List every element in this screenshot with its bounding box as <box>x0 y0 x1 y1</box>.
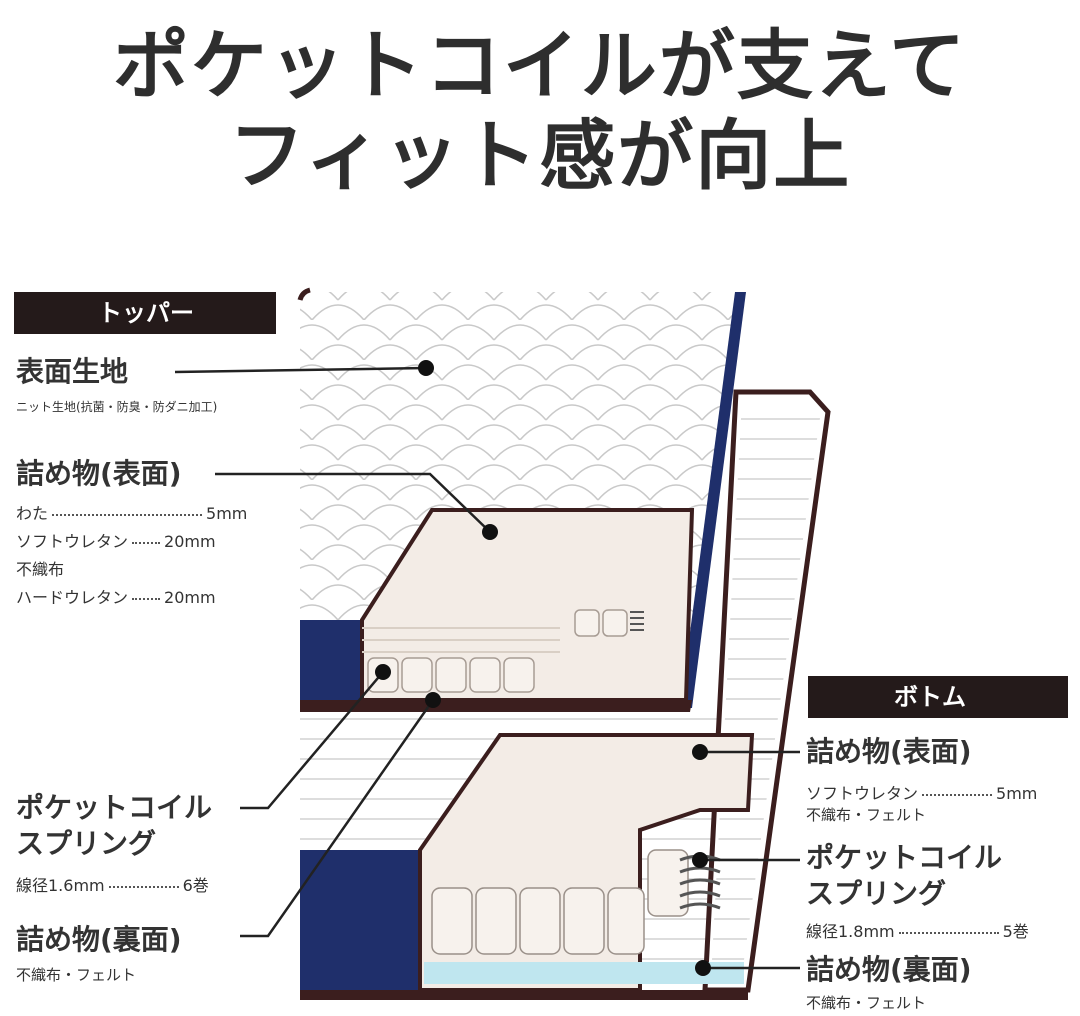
bottom-filling-top-heading: 詰め物(表面) <box>806 735 972 768</box>
leader-dots <box>375 360 711 976</box>
leader-lines <box>174 366 800 970</box>
topper-navy-side <box>300 620 362 710</box>
topper-tag-label: トッパー <box>98 299 194 327</box>
bottom-blue-layer <box>424 962 744 984</box>
topper-filling-row: 不織布 <box>16 560 65 579</box>
bottom-navy-side <box>300 850 420 1000</box>
topper-surface-heading: 表面生地 <box>16 355 129 388</box>
bottom-coil-heading-1: ポケットコイル <box>806 841 1003 874</box>
bottom-unit <box>300 389 831 1000</box>
topper-coil-heading-1: ポケットコイル <box>16 791 213 824</box>
topper-filling-back-heading: 詰め物(裏面) <box>16 923 182 956</box>
topper-filling-top-heading: 詰め物(表面) <box>16 457 182 490</box>
topper-tag: トッパー <box>14 292 276 334</box>
bottom-tag-label: ボトム <box>894 683 966 711</box>
bottom-tag: ボトム <box>808 676 1068 718</box>
bottom-coil-row <box>431 849 689 955</box>
bottom-coil-heading-2: スプリング <box>806 877 947 910</box>
topper-coil-heading-2: スプリング <box>16 827 157 860</box>
topper-surface-note: ニット生地(抗菌・防臭・防ダニ加工) <box>16 400 218 414</box>
bottom-filling-top-note: 不織布・フェルト <box>806 806 927 824</box>
topper-coil-row <box>367 609 628 693</box>
topper-filling-back-note: 不織布・フェルト <box>16 966 137 984</box>
topper-unit <box>297 287 746 712</box>
topper-spring-icon <box>630 611 644 631</box>
page-title-line2: フィット感が向上 <box>228 111 852 200</box>
page-title-line1: ポケットコイルが支えて <box>112 21 968 110</box>
bottom-filling-back-heading: 詰め物(裏面) <box>806 953 972 986</box>
bottom-filling-back-note: 不織布・フェルト <box>806 994 927 1012</box>
